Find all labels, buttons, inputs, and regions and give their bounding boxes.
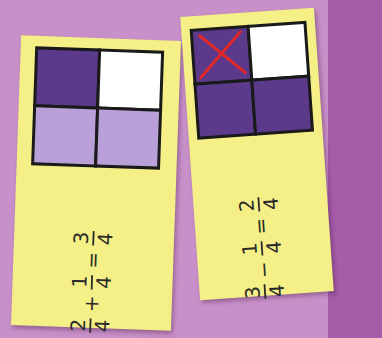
grid-cell xyxy=(195,80,256,138)
grid-cell xyxy=(248,22,309,80)
denominator: 4 xyxy=(260,197,282,211)
grid-cell xyxy=(33,106,98,166)
grid-cell xyxy=(191,26,252,84)
operator: + xyxy=(80,295,101,312)
denominator: 4 xyxy=(263,240,285,254)
fraction: 24 xyxy=(236,196,282,214)
equation: 24+14=34 xyxy=(67,228,116,336)
fraction-grid xyxy=(180,8,333,301)
denominator: 4 xyxy=(92,319,113,332)
fraction-card: 24+14=34 xyxy=(11,35,181,330)
fraction: 14 xyxy=(69,274,115,290)
fraction-card: 34−14=24 xyxy=(180,8,333,301)
fraction: 24 xyxy=(67,317,113,333)
grid-cell xyxy=(35,48,100,108)
grid-cell xyxy=(96,108,161,168)
equation: 34−14=24 xyxy=(236,193,289,303)
fraction-bar xyxy=(91,275,93,289)
grid-cell xyxy=(98,50,163,110)
numerator: 2 xyxy=(236,199,258,213)
purple-strip xyxy=(328,0,382,338)
fraction: 34 xyxy=(70,230,116,246)
fraction: 14 xyxy=(239,240,285,258)
denominator: 4 xyxy=(266,284,288,298)
cross-out-mark xyxy=(198,32,246,78)
numerator: 3 xyxy=(242,286,264,300)
numerator: 2 xyxy=(67,318,88,331)
fraction-bar xyxy=(92,231,94,245)
operator: − xyxy=(253,261,275,279)
numerator: 1 xyxy=(239,242,261,256)
operator: = xyxy=(82,251,103,268)
grid-cell xyxy=(252,76,313,134)
denominator: 4 xyxy=(95,232,116,245)
numerator: 1 xyxy=(69,275,90,288)
fraction-bar xyxy=(89,318,91,332)
denominator: 4 xyxy=(93,276,114,289)
numerator: 3 xyxy=(70,231,91,244)
fraction: 34 xyxy=(242,283,288,301)
operator: = xyxy=(250,218,272,236)
